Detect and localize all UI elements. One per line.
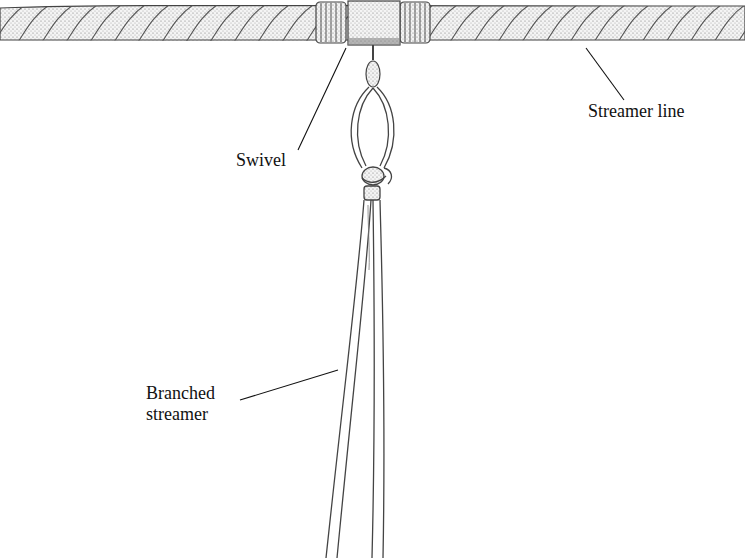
wrap-turn xyxy=(336,3,337,42)
wrap-turn xyxy=(326,3,327,42)
wrap-turn xyxy=(341,3,342,42)
rope-strand xyxy=(666,3,700,42)
rope-strand xyxy=(90,3,124,42)
streamer-loop xyxy=(351,87,394,200)
rope-strand xyxy=(450,3,484,42)
rope-strand xyxy=(258,3,292,42)
rope-strand xyxy=(66,3,100,42)
rope-strand xyxy=(738,3,745,42)
part-label: Swivel xyxy=(236,150,286,171)
rope-strand xyxy=(714,3,745,42)
rope-strand xyxy=(282,3,316,42)
rope-strand xyxy=(18,3,52,42)
rope-strand xyxy=(690,3,724,42)
wrap-turn xyxy=(425,3,426,42)
wrap-turn xyxy=(321,3,322,42)
rope-strand xyxy=(498,3,532,42)
wrap-turn xyxy=(405,3,406,42)
part-label: Branched streamer xyxy=(146,383,238,424)
rope-strand xyxy=(114,3,148,42)
rope-strand xyxy=(0,3,4,42)
rope-strand xyxy=(234,3,268,42)
rope-strand xyxy=(474,3,508,42)
wrap-turn xyxy=(415,3,416,42)
rope-strand xyxy=(522,3,556,42)
rope-strand xyxy=(546,3,580,42)
rope-strand xyxy=(570,3,604,42)
rope-strand xyxy=(0,3,28,42)
rope-strand xyxy=(138,3,172,42)
rope-strand xyxy=(618,3,652,42)
wrap-turn xyxy=(420,3,421,42)
branched-streamer-strands xyxy=(326,200,384,558)
part-label: Streamer line xyxy=(588,101,684,122)
leader-line xyxy=(240,48,624,400)
rope-strand xyxy=(42,3,76,42)
rope-strand xyxy=(210,3,244,42)
rope-strand xyxy=(426,3,460,42)
swivel-body xyxy=(348,1,400,87)
rope-strand xyxy=(594,3,628,42)
rope-strand xyxy=(642,3,676,42)
wrap-turn xyxy=(331,3,332,42)
wrap-turn xyxy=(410,3,411,42)
rope-strand xyxy=(162,3,196,42)
rope-strand xyxy=(186,3,220,42)
